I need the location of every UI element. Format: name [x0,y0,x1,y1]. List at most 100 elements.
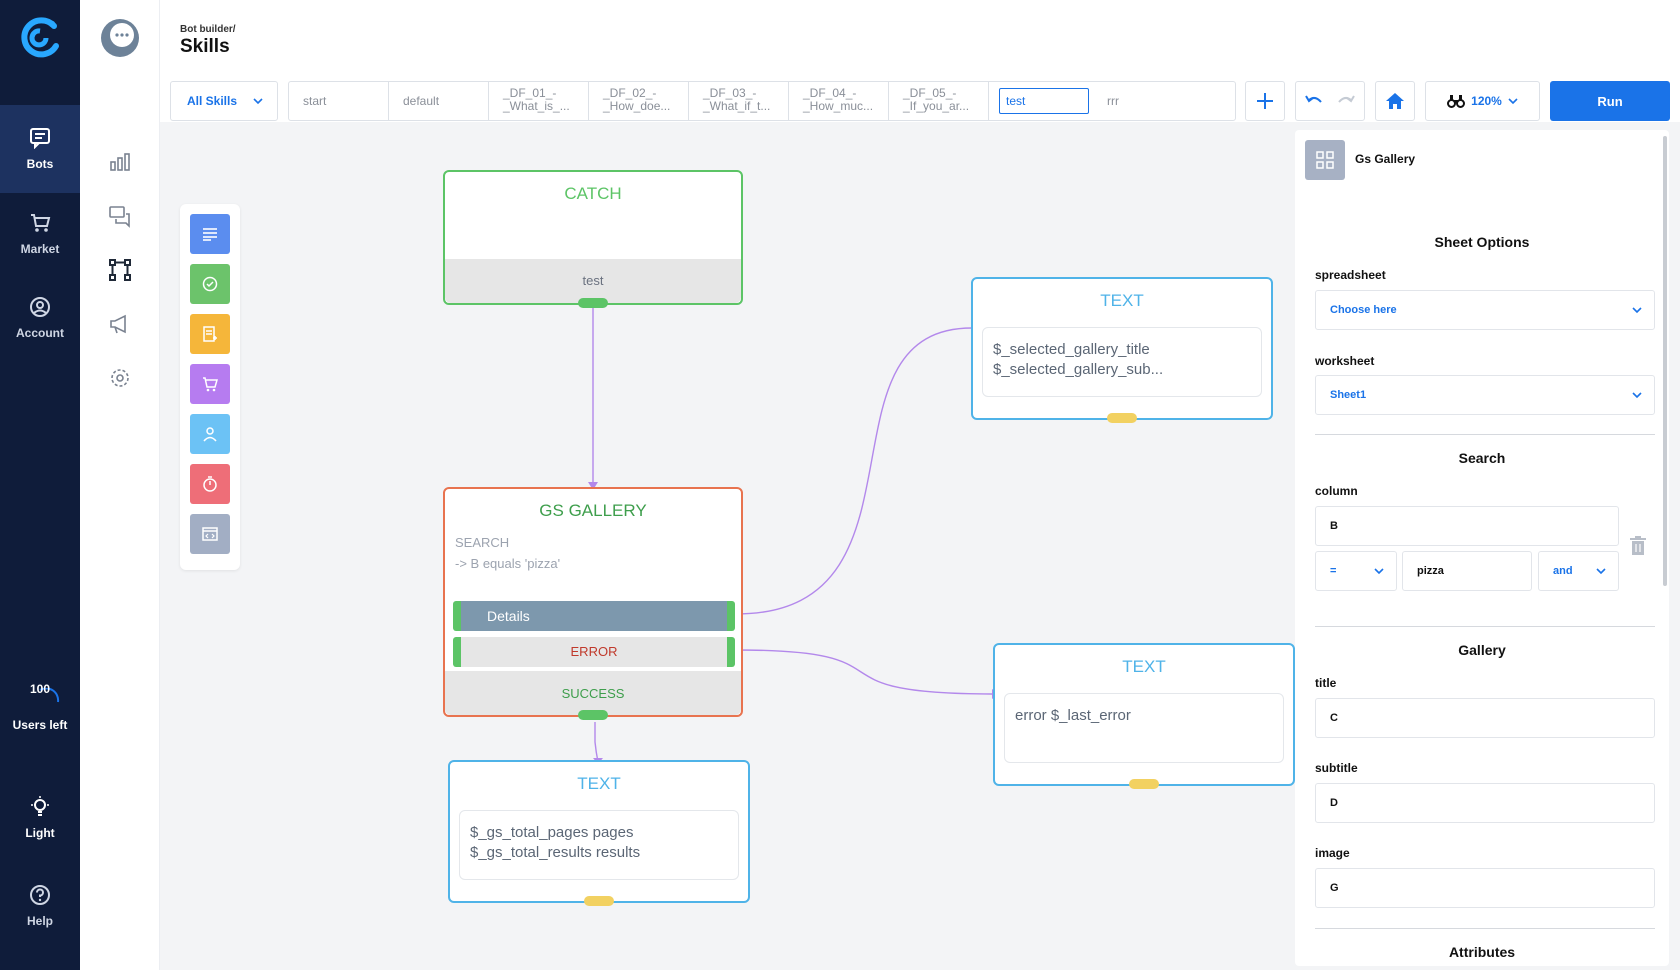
help-button[interactable]: Help [0,866,80,946]
settings-gear-icon[interactable] [108,366,132,390]
operator-select[interactable]: = [1315,551,1397,591]
output-port[interactable] [578,710,608,720]
grid-icon [1316,151,1334,169]
node-title: TEXT [1122,657,1166,676]
flow-edges [588,298,1000,764]
conjunction-select[interactable]: and [1538,551,1619,591]
output-port[interactable] [1129,779,1159,789]
tab-skill[interactable]: _DF_03_-_What_if_t... [689,82,789,120]
edge-error-to-text2 [735,649,993,695]
analytics-icon[interactable] [108,150,132,174]
text-node[interactable]: TEXT $_selected_gallery_title $_selected… [971,277,1273,423]
main-nav: Bots Market Account 100 Users left Light… [0,0,80,970]
spreadsheet-value: Choose here [1330,304,1397,316]
success-footer: SUCCESS [445,671,741,715]
nav-item-bots[interactable]: Bots [0,105,80,193]
subtitle-input[interactable]: D [1315,783,1655,823]
bot-avatar-icon[interactable] [100,18,140,58]
tab-skill-active[interactable]: test [999,88,1089,114]
cart-icon [31,214,51,232]
breadcrumb[interactable]: Bot builder/ [180,24,236,35]
chevron-down-icon [1596,568,1606,575]
image-label: image [1315,846,1350,860]
tab-skill[interactable]: default [389,82,489,120]
column-label: column [1315,484,1358,498]
node-desc-condition: -> B equals 'pizza' [455,556,561,571]
panel-title: Gs Gallery [1355,152,1416,166]
undo-redo-group [1295,81,1365,121]
code-node-tool[interactable] [190,514,230,554]
node-desc-type: SEARCH [455,535,510,550]
tab-skill[interactable]: _DF_04_-_How_muc... [789,82,889,120]
add-skill-button[interactable] [1245,81,1285,121]
zoom-level: 120% [1471,94,1502,108]
tab-skill[interactable]: _DF_05_-_If_you_ar... [889,82,989,120]
home-icon [1386,93,1404,109]
delay-node-tool[interactable] [190,464,230,504]
operator-value: = [1330,565,1337,577]
lightbulb-icon [31,796,49,816]
help-label: Help [26,914,53,928]
output-port[interactable] [1107,413,1137,423]
catch-node[interactable]: CATCH test [443,170,743,308]
node-title: GS GALLERY [539,501,647,520]
binoculars-icon [1447,95,1466,108]
theme-toggle[interactable]: Light [0,778,80,858]
text-line: error $_last_error [1015,707,1131,724]
help-icon [30,885,50,905]
tab-skill[interactable]: _DF_02_-_How_doe... [589,82,689,120]
worksheet-value: Sheet1 [1330,389,1367,401]
flow-builder-icon[interactable] [108,258,132,282]
bots-icon [30,128,50,149]
commerce-node-tool[interactable] [190,364,230,404]
zoom-dropdown[interactable]: 120% [1425,81,1540,121]
details-button[interactable]: Details [453,601,735,631]
text-node[interactable]: TEXT error $_last_error [993,643,1295,789]
column-input[interactable]: B [1315,506,1619,546]
spreadsheet-label: spreadsheet [1315,268,1386,282]
nav-item-account[interactable]: Account [0,274,80,362]
all-skills-label: All Skills [187,94,238,108]
users-progress-icon [39,688,60,703]
node-toolbox [180,204,240,570]
account-icon [30,297,50,317]
search-value-input[interactable]: pizza [1402,551,1532,591]
divider [1315,434,1655,435]
form-node-tool[interactable] [190,314,230,354]
redo-icon[interactable] [1337,94,1355,108]
output-port[interactable] [584,896,614,906]
broadcast-icon[interactable] [108,312,132,336]
tab-skill[interactable]: _DF_01_-_What_is_... [489,82,589,120]
run-button[interactable]: Run [1550,81,1670,121]
title-input[interactable]: C [1315,698,1655,738]
gs-gallery-node[interactable]: GS GALLERY SEARCH -> B equals 'pizza' De… [443,487,743,720]
text-node[interactable]: TEXT $_gs_total_pages pages $_gs_total_r… [448,760,750,906]
all-skills-dropdown[interactable]: All Skills [170,81,278,121]
arrow-head-icon [588,482,598,490]
app-logo[interactable] [18,16,62,60]
error-branch[interactable]: ERROR [453,637,735,667]
worksheet-select[interactable]: Sheet1 [1315,375,1655,415]
tab-skill[interactable]: start [289,82,389,120]
condition-node-tool[interactable] [190,264,230,304]
trash-icon[interactable] [1630,536,1646,556]
nav-label-account: Account [16,326,64,340]
nav-item-market[interactable]: Market [0,190,80,278]
output-port[interactable] [578,298,608,308]
user-node-tool[interactable] [190,414,230,454]
text-node-tool[interactable] [190,214,230,254]
sheet-options-heading: Sheet Options [1434,234,1530,250]
panel-scrollbar[interactable] [1663,136,1667,586]
home-button[interactable] [1375,81,1415,121]
node-title: CATCH [564,184,622,203]
spreadsheet-select[interactable]: Choose here [1315,290,1655,330]
plus-icon [1257,93,1273,109]
check-circle-icon [202,276,218,292]
image-input[interactable]: G [1315,868,1655,908]
conversations-icon[interactable] [108,204,132,228]
catch-node-footer: test [445,259,741,303]
undo-icon[interactable] [1305,94,1323,108]
tab-skill[interactable]: rrr [1107,93,1119,108]
node-title: TEXT [1100,291,1144,310]
text-node-content: $_gs_total_pages pages $_gs_total_result… [459,810,739,880]
